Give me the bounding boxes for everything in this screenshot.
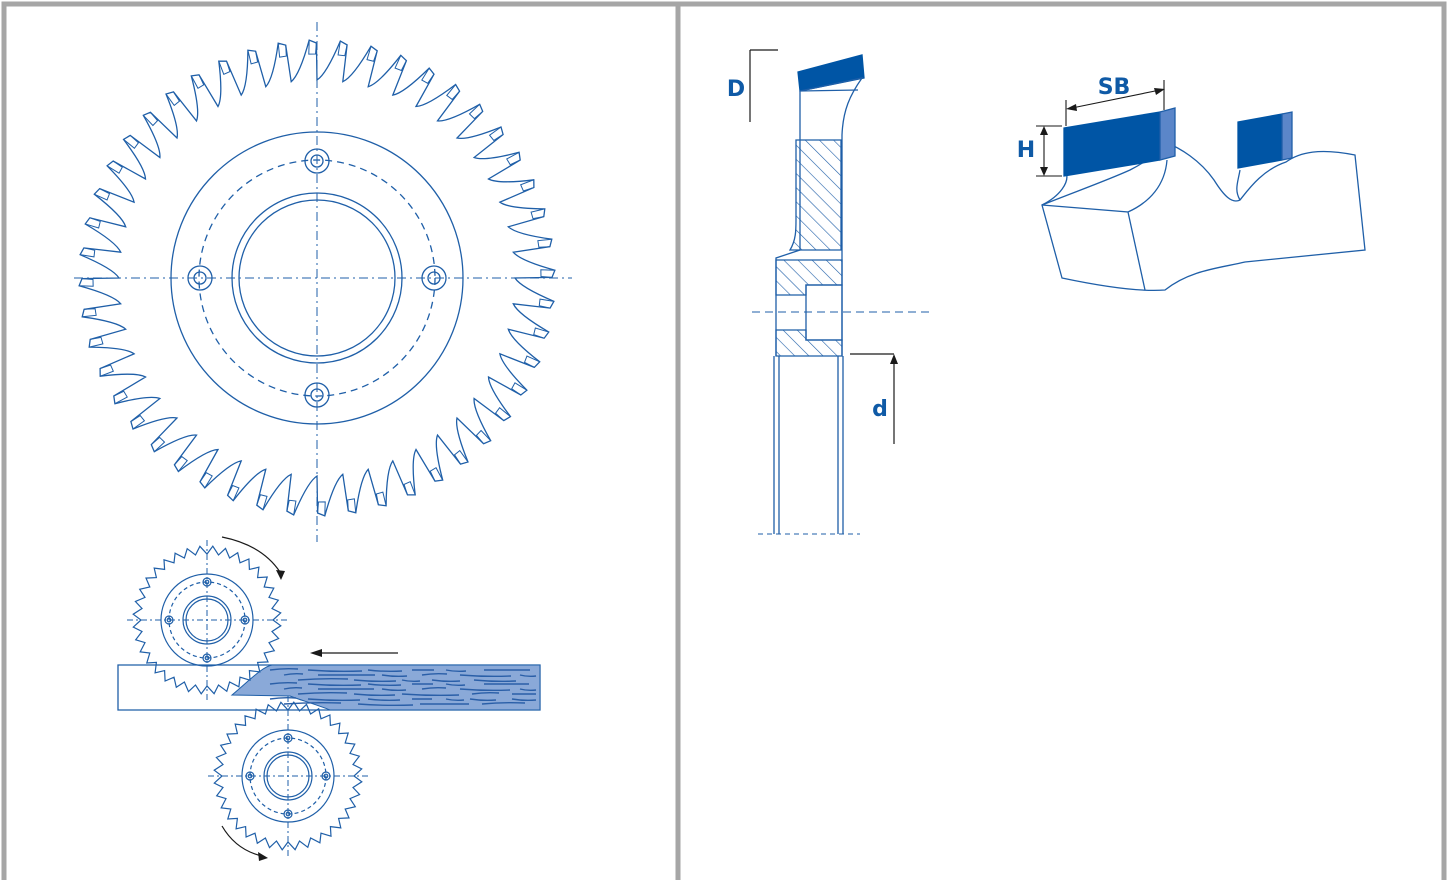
- board-grain-lines: [269, 667, 537, 707]
- feed-direction-arrow: [310, 649, 398, 657]
- rotation-arrow-top: [221, 536, 285, 580]
- carbide-tip-second: [1237, 113, 1283, 169]
- down-arrow-icon: [1040, 167, 1048, 176]
- carbide-tip-section: [797, 54, 865, 92]
- tooth-tip: [511, 382, 528, 396]
- grain-line: [381, 688, 407, 692]
- right-arrow-icon: [1154, 88, 1165, 95]
- blade-cross-section: [752, 54, 930, 535]
- grain-line: [367, 698, 401, 702]
- grain-line: [269, 667, 299, 671]
- grain-line: [431, 679, 461, 683]
- curved-arrow-icon: [221, 825, 263, 857]
- grain-line: [401, 693, 460, 697]
- grain-line: [519, 674, 537, 678]
- tooth-tip: [106, 160, 123, 174]
- label-D: D: [727, 77, 745, 102]
- grain-line: [473, 679, 517, 683]
- tooth-tip: [199, 472, 213, 489]
- tooth-tip: [394, 55, 407, 72]
- hub-hatched-section: [775, 259, 843, 296]
- grain-line: [353, 679, 397, 683]
- label-H: H: [1017, 138, 1035, 163]
- grain-line: [459, 674, 512, 678]
- hub-hatched-section-lower: [775, 329, 843, 357]
- tooth-tip: [227, 484, 240, 501]
- carbide-tip-main: [1063, 111, 1161, 177]
- curved-arrow-icon: [221, 536, 281, 573]
- grain-line: [471, 691, 500, 695]
- tooth-perspective-view: [1041, 107, 1366, 292]
- tooth-tip: [94, 188, 111, 201]
- feed-roller-top: [127, 540, 287, 700]
- saw-blade-front-view: [74, 22, 572, 542]
- grain-line: [519, 688, 537, 692]
- grain-line: [307, 669, 363, 673]
- grain-line: [421, 672, 448, 676]
- tooth-outline: [78, 39, 556, 517]
- grain-line: [283, 701, 342, 705]
- label-d: d: [872, 397, 888, 422]
- grain-line: [401, 679, 421, 683]
- bore-d-dimension: [850, 353, 895, 444]
- tooth-tip: [421, 67, 435, 84]
- SB-dimension: [1065, 80, 1165, 126]
- grain-line: [269, 681, 298, 685]
- grain-line: [367, 683, 402, 687]
- wood-board: [117, 664, 541, 711]
- grain-line: [283, 686, 303, 690]
- up-arrow-icon: [1040, 126, 1048, 135]
- left-arrow-icon: [1066, 104, 1077, 111]
- grain-line: [381, 674, 408, 678]
- carbide-tip-main-side: [1159, 107, 1176, 161]
- carbide-tip-second-side: [1281, 111, 1293, 161]
- body-hatched-section: [788, 139, 842, 251]
- grain-line: [469, 698, 497, 702]
- grain-line: [367, 669, 403, 673]
- grain-line: [297, 691, 348, 695]
- rotation-arrow-bottom: [221, 825, 268, 861]
- grain-line: [445, 698, 465, 702]
- tooth-tip: [523, 355, 540, 368]
- grain-line: [445, 683, 466, 687]
- grain-line: [421, 686, 447, 690]
- up-arrow-icon: [890, 354, 898, 364]
- grain-line: [481, 701, 526, 705]
- grain-line: [459, 688, 511, 692]
- feed-roller-bottom: [208, 696, 368, 856]
- grain-line: [269, 696, 297, 700]
- grain-line: [445, 669, 467, 673]
- grain-line: [307, 698, 361, 702]
- saw-blade-teeth: [78, 39, 556, 517]
- grain-line: [283, 672, 304, 676]
- grain-line: [357, 703, 414, 707]
- grain-line: [353, 693, 396, 697]
- label-SB: SB: [1098, 75, 1131, 100]
- tooth-front-face: [1041, 159, 1168, 291]
- diameter-D-dimension: [749, 49, 778, 122]
- tooth-gullet-line: [799, 89, 859, 92]
- grain-line: [511, 698, 537, 702]
- H-dimension: [1036, 125, 1062, 177]
- grain-line: [307, 683, 362, 687]
- grain-line: [297, 677, 349, 681]
